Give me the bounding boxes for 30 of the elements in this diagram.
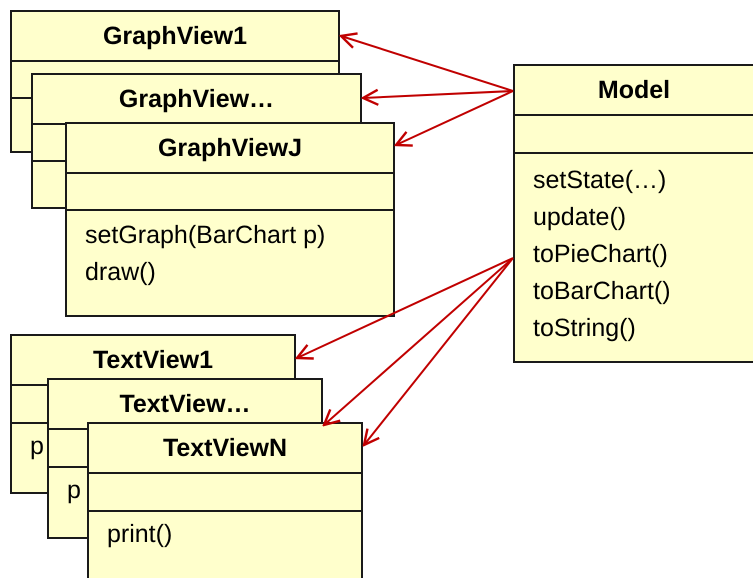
method-name: toString() xyxy=(533,313,636,344)
method-name: toBarChart() xyxy=(533,276,671,307)
class-name: GraphView… xyxy=(118,84,274,114)
method-name: toPieChart() xyxy=(533,239,668,270)
class-box xyxy=(10,10,340,73)
arrow xyxy=(340,32,514,92)
class-name: TextView… xyxy=(119,390,251,418)
arrow xyxy=(322,257,514,426)
method-name: p xyxy=(67,475,81,506)
method-name: p xyxy=(30,431,44,462)
class-name: TextViewN xyxy=(162,434,288,462)
class-box xyxy=(10,334,296,378)
method-name: setState(…) xyxy=(533,165,666,196)
method-name: setGraph(BarChart p) xyxy=(85,220,326,251)
class-name: GraphViewJ xyxy=(158,134,302,162)
class-box xyxy=(31,73,362,122)
arrow xyxy=(362,257,514,446)
class-box xyxy=(87,422,363,578)
method-name: update() xyxy=(533,202,626,233)
class-name: TextView1 xyxy=(93,346,213,374)
arrow xyxy=(296,257,514,360)
class-box xyxy=(65,122,395,317)
arrow xyxy=(362,88,514,106)
class-box xyxy=(513,64,753,363)
class-box xyxy=(47,378,323,422)
class-name: Model xyxy=(598,76,670,104)
method-name: print() xyxy=(107,519,172,550)
arrow xyxy=(394,90,514,147)
method-name: draw() xyxy=(85,257,156,288)
class-name: GraphView1 xyxy=(102,22,248,50)
